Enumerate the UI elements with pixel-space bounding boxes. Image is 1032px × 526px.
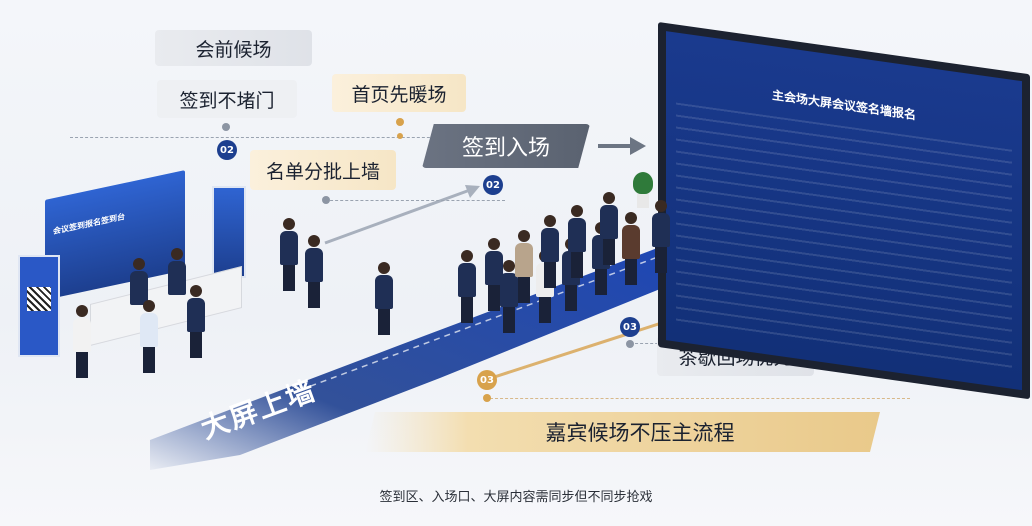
screen-rows — [676, 102, 1012, 369]
screen-display: 主会场大屏会议签名墙报名 — [666, 31, 1022, 391]
person-icon — [600, 192, 618, 265]
person-icon — [168, 248, 186, 295]
person-icon — [485, 238, 503, 311]
person-icon — [280, 218, 298, 291]
rollup-banner — [212, 186, 246, 278]
person-icon — [500, 260, 518, 333]
marker-dot — [483, 394, 491, 402]
person-icon — [568, 205, 586, 278]
person-icon — [130, 258, 148, 305]
marker-dot — [626, 340, 634, 348]
tag-checkin-no-block: 签到不堵门 — [157, 80, 297, 118]
step-badge: 02 — [483, 175, 503, 195]
person-icon — [458, 250, 476, 323]
rollup-banner-qr — [18, 255, 60, 357]
step-badge: 03 — [620, 317, 640, 337]
marker-dot — [397, 133, 403, 139]
person-icon — [515, 230, 533, 303]
person-icon — [622, 212, 640, 285]
step-badge: 03 — [477, 370, 497, 390]
marker-dot — [322, 196, 330, 204]
big-screen: 主会场大屏会议签名墙报名 — [658, 22, 1030, 400]
person-icon — [73, 305, 91, 378]
person-icon — [187, 285, 205, 358]
tag-guest-wait-no-press: 嘉宾候场不压主流程 — [545, 421, 735, 445]
caption: 签到区、入场口、大屏内容需同步但不同步抢戏 — [379, 490, 653, 505]
tag-list-batch-wall: 名单分批上墙 — [250, 150, 396, 190]
person-icon — [652, 200, 670, 273]
guide-line — [490, 398, 910, 399]
plant-icon — [633, 172, 653, 194]
qr-code-icon — [27, 287, 51, 311]
person-icon — [375, 262, 393, 335]
tag-checkin-entry: 签到入场 — [422, 124, 590, 168]
marker-dot — [222, 123, 230, 131]
guide-line — [325, 200, 505, 201]
tag-pre-meeting-wait: 会前候场 — [155, 30, 312, 66]
person-icon — [541, 215, 559, 288]
person-icon — [140, 300, 158, 373]
marker-dot — [396, 118, 404, 126]
tag-homepage-warmup: 首页先暖场 — [332, 74, 466, 112]
booth-title: 会议签到报名签到台 — [53, 211, 125, 237]
guide-line — [70, 137, 450, 138]
plant-pot — [637, 194, 649, 208]
person-icon — [305, 235, 323, 308]
step-badge: 02 — [217, 140, 237, 160]
